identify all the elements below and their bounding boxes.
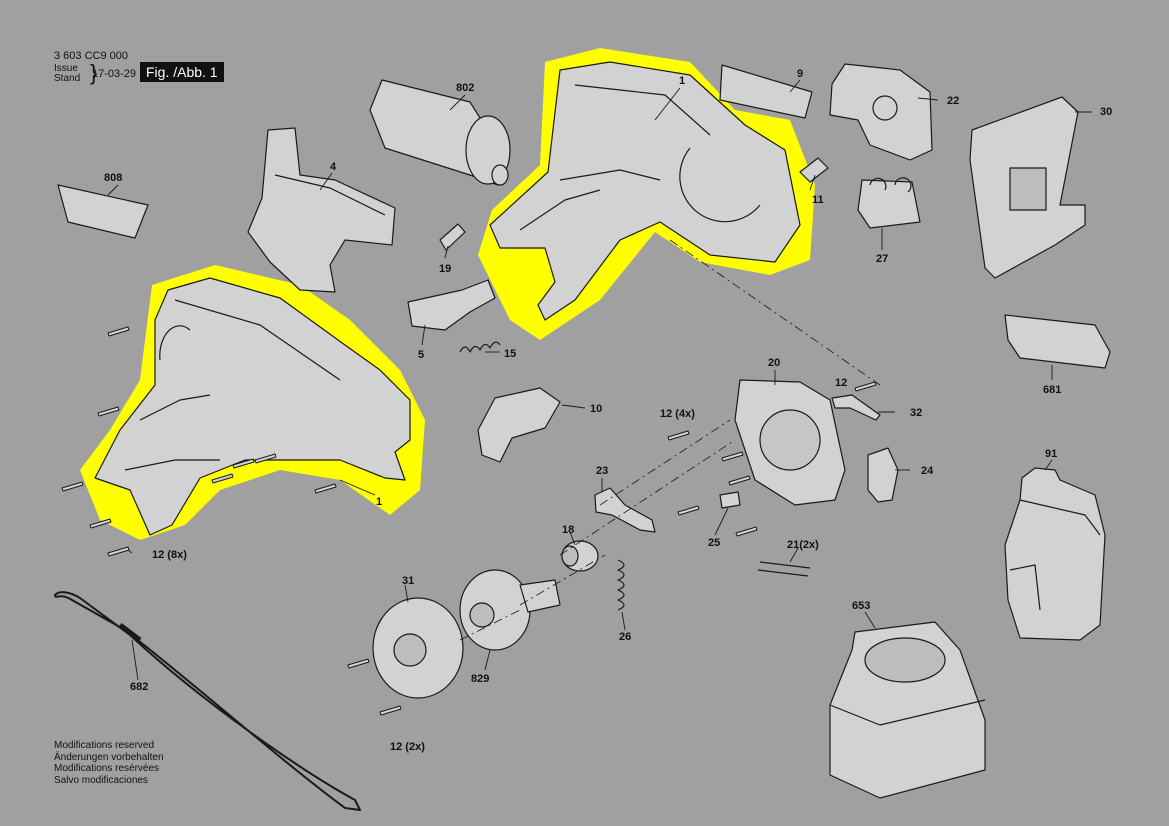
label-part-18: 18	[562, 524, 574, 536]
part-24-clip	[867, 447, 899, 503]
housing-half-top	[489, 61, 801, 321]
label-part-1-bottom: 1	[376, 496, 382, 508]
part-27-clip	[857, 177, 921, 229]
part-5-slider	[407, 279, 496, 331]
label-part-12-4x: 12 (4x)	[660, 408, 695, 420]
part-19-pin	[439, 223, 466, 251]
label-part-11: 11	[812, 194, 824, 206]
housing-half-bottom	[94, 277, 411, 536]
label-part-19: 19	[439, 263, 451, 275]
part-23-lever	[594, 487, 656, 533]
label-part-802: 802	[456, 82, 474, 94]
part-15-spring	[459, 341, 501, 353]
part-682-lanyard	[54, 591, 361, 811]
label-part-682: 682	[130, 681, 148, 693]
part-26-spring	[617, 559, 625, 611]
part-681-cover	[1004, 314, 1111, 369]
part-21-pins	[757, 561, 811, 577]
label-part-30: 30	[1100, 106, 1112, 118]
label-part-10: 10	[590, 403, 602, 415]
label-part-24: 24	[921, 465, 934, 477]
label-part-4: 4	[330, 161, 337, 173]
part-25-pin	[719, 491, 741, 509]
assembly-dashed-lines	[459, 239, 881, 641]
part-32-lever	[831, 394, 881, 421]
label-part-15: 15	[504, 348, 516, 360]
label-part-22: 22	[947, 95, 959, 107]
part-11-clip	[799, 157, 829, 183]
part-9-plate	[719, 64, 813, 119]
part-30-belt-clip	[969, 96, 1086, 279]
label-part-681: 681	[1043, 384, 1061, 396]
label-part-21-2x: 21(2x)	[787, 539, 819, 551]
label-part-653: 653	[852, 600, 870, 612]
figure-label: Fig. /Abb. 1	[140, 62, 224, 82]
modifications-notice: Modifications reserved Änderungen vorbeh…	[54, 740, 164, 786]
label-part-23: 23	[596, 465, 608, 477]
part-22-bracket	[829, 63, 933, 161]
brace-glyph: }	[90, 60, 98, 85]
label-part-1-top: 1	[679, 75, 685, 87]
label-part-91: 91	[1045, 448, 1057, 460]
part-20-gear-plate	[734, 379, 846, 506]
label-part-31: 31	[402, 575, 414, 587]
part-808-plate	[57, 184, 149, 239]
label-part-12-8x: 12 (8x)	[152, 549, 187, 561]
label-part-20: 20	[768, 357, 780, 369]
document-number: 3 603 CC9 000	[54, 50, 128, 62]
part-653-charger	[829, 621, 986, 799]
label-part-829: 829	[471, 673, 489, 685]
part-4-switch	[247, 127, 396, 293]
issue-date: 17-03-29	[92, 68, 137, 80]
label-part-32: 32	[910, 407, 922, 419]
label-part-12-top: 12	[835, 377, 847, 389]
label-part-25: 25	[708, 537, 720, 549]
leader-lines	[107, 79, 1092, 681]
part-829-spindle	[459, 569, 561, 651]
issue-stand-label: Issue Stand	[54, 63, 81, 84]
label-part-5: 5	[418, 349, 424, 361]
part-31-cap	[372, 597, 464, 699]
label-part-808: 808	[104, 172, 122, 184]
part-18-bearing	[561, 540, 599, 572]
screw-set	[61, 326, 877, 716]
label-part-12-2x: 12 (2x)	[390, 741, 425, 753]
label-part-26: 26	[619, 631, 631, 643]
label-part-27: 27	[876, 253, 888, 265]
part-91-battery	[1004, 467, 1106, 641]
part-802-motor	[369, 79, 511, 186]
label-part-9: 9	[797, 68, 803, 80]
part-10-trigger	[477, 387, 561, 463]
